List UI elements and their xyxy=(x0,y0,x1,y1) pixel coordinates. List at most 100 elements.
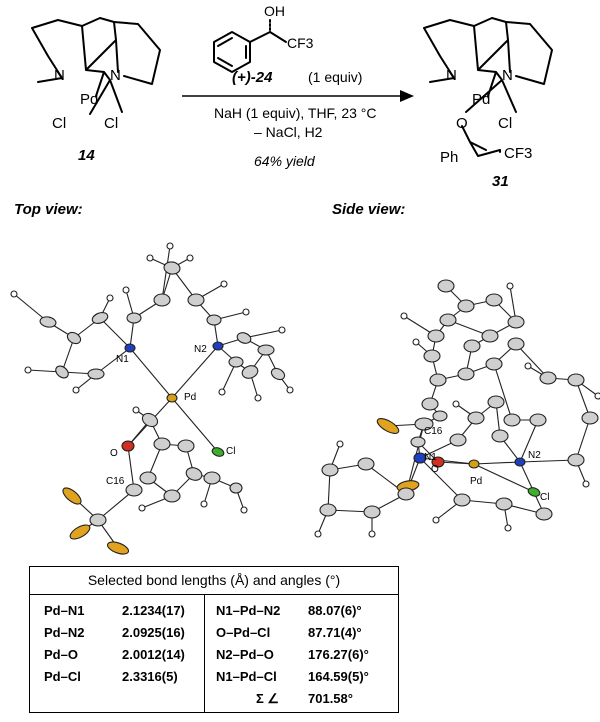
ortep-atom xyxy=(485,293,503,307)
ortep-atom xyxy=(429,373,447,387)
ortep-atom xyxy=(138,504,146,512)
ortep-bond xyxy=(515,343,549,379)
top-label-n1: N1 xyxy=(116,354,129,365)
ortep-atom xyxy=(527,487,541,497)
bond-label: Pd–Cl xyxy=(44,669,81,684)
angle-value: 87.71(4)° xyxy=(308,625,362,640)
ortep-atom xyxy=(524,362,532,370)
ortep-bond xyxy=(171,397,219,453)
bond-value: 2.0012(14) xyxy=(122,647,185,662)
ortep-atom xyxy=(187,293,205,307)
ortep-atom xyxy=(166,242,174,250)
ortep-atom xyxy=(487,395,505,409)
reagent-cf3: CF3 xyxy=(287,35,314,51)
ortep-atom xyxy=(186,254,194,262)
ortep-atom xyxy=(211,447,225,457)
product-compound-number: 31 xyxy=(492,173,509,190)
ortep-atom xyxy=(106,294,114,302)
ortep-atom xyxy=(535,507,553,521)
ortep-atom xyxy=(581,411,599,425)
ortep-atom xyxy=(400,312,408,320)
ortep-atom xyxy=(336,440,344,448)
ortep-atom xyxy=(368,530,376,538)
top-label-n2: N2 xyxy=(194,344,207,355)
ortep-atom xyxy=(286,386,294,394)
ortep-atom xyxy=(357,457,375,471)
bond-length-table: Selected bond lengths (Å) and angles (°)… xyxy=(29,566,399,713)
ortep-bond xyxy=(171,345,219,399)
ortep-atom xyxy=(437,279,455,293)
ortep-atom xyxy=(278,326,286,334)
reagent-equiv: (1 equiv) xyxy=(308,69,362,85)
ortep-bond xyxy=(473,463,535,493)
angle-value: 176.27(6)° xyxy=(308,647,369,662)
reaction-arrow xyxy=(182,90,414,102)
ortep-atom xyxy=(514,457,526,467)
reactant-n-left: N xyxy=(54,67,65,84)
ortep-bond xyxy=(97,489,135,521)
ortep-atom xyxy=(413,452,427,464)
ortep-atom xyxy=(504,524,512,532)
ortep-atom xyxy=(220,280,228,288)
bond-label: Pd–N1 xyxy=(44,603,85,618)
ortep-atom xyxy=(423,349,441,363)
ortep-atom xyxy=(507,315,525,329)
side-label-n1: N1 xyxy=(424,452,437,463)
reagent-label: (+)-24 xyxy=(232,69,273,86)
ortep-atom xyxy=(200,500,208,508)
reactant-cl-right: Cl xyxy=(104,115,118,132)
ortep-atom xyxy=(121,440,135,452)
angle-label: O–Pd–Cl xyxy=(216,625,271,640)
reactant-cl-left: Cl xyxy=(52,115,66,132)
ortep-top-view xyxy=(10,242,294,555)
ortep-bond xyxy=(99,317,131,349)
bond-value: 2.0925(16) xyxy=(122,625,185,640)
ortep-atom xyxy=(153,293,171,307)
ortep-atom xyxy=(314,530,322,538)
ortep-atom xyxy=(229,482,243,494)
top-label-o: O xyxy=(110,448,118,459)
reactant-compound-number: 14 xyxy=(78,147,95,164)
ortep-bond xyxy=(575,417,591,461)
ortep-atom xyxy=(39,316,57,328)
ortep-atom xyxy=(242,308,250,316)
bond-label: Pd–O xyxy=(44,647,78,662)
ortep-atom xyxy=(257,344,275,356)
bond-value: 2.1234(17) xyxy=(122,603,185,618)
ortep-atom xyxy=(91,312,109,324)
ortep-atom xyxy=(254,394,262,402)
product-cf3: CF3 xyxy=(504,145,532,162)
ortep-bond xyxy=(127,445,135,491)
product-n-left: N xyxy=(446,67,457,84)
reaction-scheme-figure: N N Pd Cl Cl 14 OH CF3 (+)-24 (1 equiv) … xyxy=(10,3,600,555)
ortep-atom xyxy=(457,299,475,313)
ortep-bond xyxy=(61,337,75,373)
ortep-atom xyxy=(218,388,226,396)
table-title: Selected bond lengths (Å) and angles (°) xyxy=(30,567,398,595)
ortep-bond xyxy=(419,457,463,501)
ortep-atom xyxy=(439,313,457,327)
angle-value: 164.59(5)° xyxy=(308,669,369,684)
ortep-bond xyxy=(575,379,591,419)
ortep-atom xyxy=(503,413,521,427)
ortep-atom xyxy=(132,406,140,414)
yield-label: 64% yield xyxy=(254,153,316,169)
ortep-atom xyxy=(594,392,600,400)
angle-value: 88.07(6)° xyxy=(308,603,362,618)
ortep-bond xyxy=(493,363,513,421)
ortep-bond xyxy=(161,245,171,301)
ortep-atom xyxy=(485,357,503,371)
side-label-c16: C16 xyxy=(424,426,443,437)
top-label-cl: Cl xyxy=(226,446,235,457)
conditions-line1: NaH (1 equiv), THF, 23 °C xyxy=(214,105,377,121)
ortep-atom xyxy=(467,411,485,425)
ortep-atom xyxy=(185,467,203,481)
ortep-atom xyxy=(270,367,286,381)
ortep-atom xyxy=(212,341,224,351)
table-divider xyxy=(204,595,205,712)
ortep-atom xyxy=(376,418,400,434)
conditions-line2: – NaCl, H2 xyxy=(254,124,323,140)
ortep-atom xyxy=(106,541,130,555)
ortep-atom xyxy=(410,436,426,448)
ortep-atom xyxy=(507,337,525,351)
